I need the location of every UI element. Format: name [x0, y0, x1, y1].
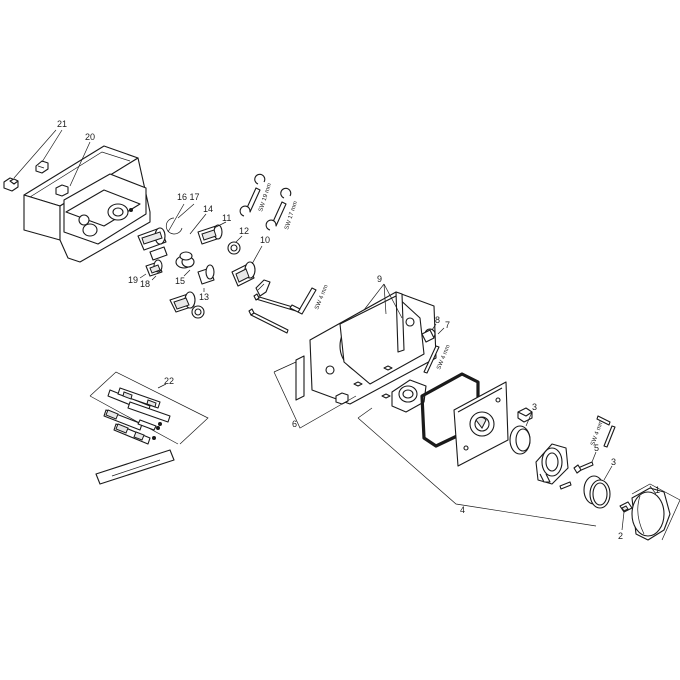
parts-13-15-18-19: [139, 259, 215, 319]
label-18: 18: [140, 279, 150, 289]
label-hex-a: SW 4 mm: [314, 284, 329, 311]
parts-14-to-17-cartridges: [137, 203, 243, 269]
part-4-cover-assembly: [353, 365, 597, 527]
label-20: 20: [85, 132, 95, 142]
part-square-cap: [517, 407, 533, 423]
long-screws: [248, 293, 297, 334]
label-8: 8: [435, 315, 440, 325]
label-13: 13: [199, 292, 209, 302]
label-12: 12: [239, 226, 249, 236]
part-3-rings-and-trim: [509, 411, 569, 485]
label-9: 9: [377, 274, 382, 284]
part-10-diverter-cartridge: [231, 245, 271, 297]
hex-key-c-icon: [596, 415, 616, 448]
part-20-rough-in-body: [23, 141, 151, 263]
parts-1-2-3-5-handle: [559, 451, 680, 541]
label-22: 22: [164, 376, 174, 386]
label-19: 19: [128, 275, 138, 285]
wrench-19mm-icon: [239, 173, 266, 217]
part-21-fittings: [3, 129, 63, 192]
label-wrench-19: SW 19 mm: [258, 183, 273, 213]
label-4: 4: [460, 505, 465, 515]
parts-7-8: [421, 323, 445, 374]
label-2: 2: [618, 531, 623, 541]
label-7: 7: [445, 320, 450, 330]
label-3a: 3: [532, 402, 537, 412]
label-1: 1: [655, 485, 660, 495]
label-15: 15: [175, 276, 185, 286]
label-3b: 3: [611, 457, 616, 467]
part-9-mounting-plate: [309, 283, 437, 405]
label-wrench-17: SW 17 mm: [284, 201, 299, 231]
label-10: 10: [260, 235, 270, 245]
label-21: 21: [57, 119, 67, 129]
part-22-extension-set: [89, 371, 209, 485]
label-6: 6: [292, 419, 297, 429]
label-14: 14: [203, 204, 213, 214]
hex-key-a-icon: [289, 287, 317, 315]
label-16-17: 16 17: [177, 192, 200, 202]
wrench-17mm-icon: [265, 187, 292, 231]
label-5: 5: [594, 443, 599, 453]
label-11: 11: [222, 213, 231, 223]
part-6-bracket: [273, 355, 357, 429]
